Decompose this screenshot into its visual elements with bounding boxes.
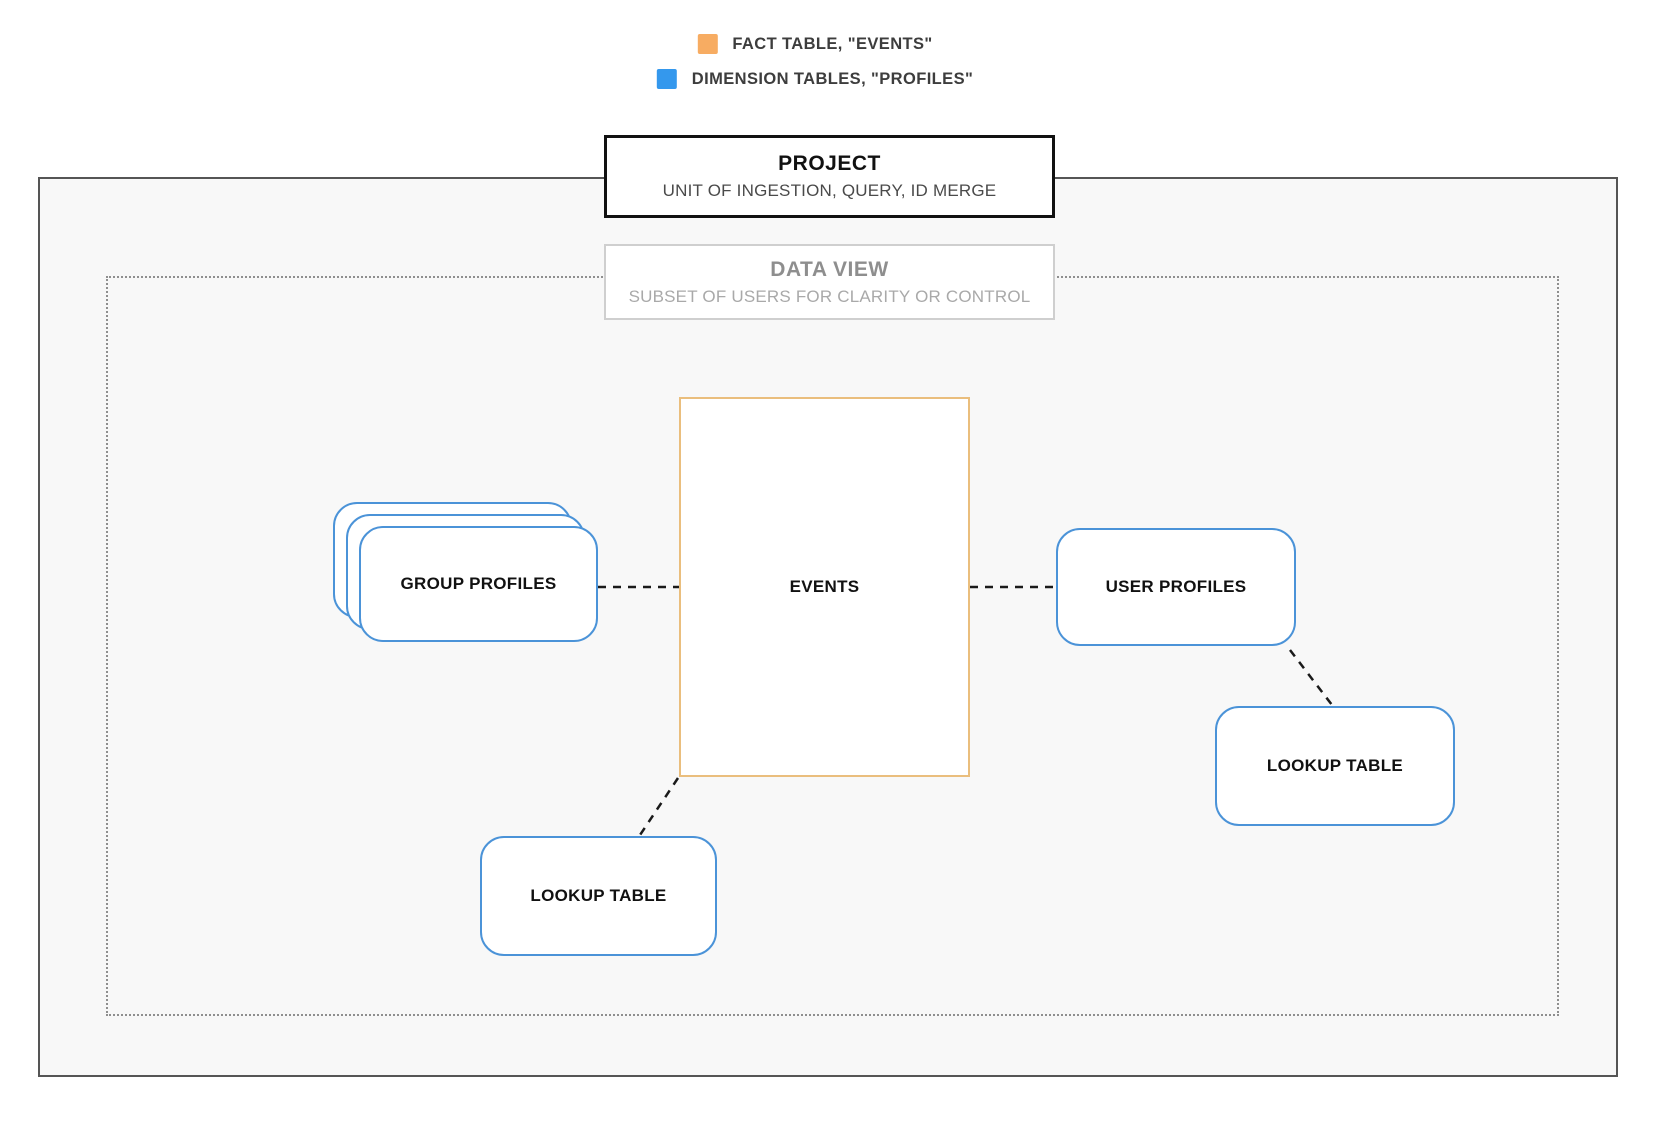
legend-item-fact-table: FACT TABLE, "EVENTS"	[697, 34, 932, 54]
dimension-table-color-swatch-icon	[656, 69, 677, 89]
data-view-subtitle: SUBSET OF USERS FOR CLARITY OR CONTROL	[628, 286, 1031, 306]
group-profiles-label: GROUP PROFILES	[400, 574, 557, 593]
legend-item-dimension-tables: DIMENSION TABLES, "PROFILES"	[656, 69, 974, 89]
project-subtitle: UNIT OF INGESTION, QUERY, ID MERGE	[662, 181, 997, 200]
legend-item-label: DIMENSION TABLES, "PROFILES"	[691, 69, 974, 88]
project-title: PROJECT	[778, 152, 881, 175]
project-header-box: PROJECT UNIT OF INGESTION, QUERY, ID MER…	[604, 135, 1055, 218]
lookup-table-right-node: LOOKUP TABLE	[1215, 706, 1455, 826]
legend-item-label: FACT TABLE, "EVENTS"	[732, 34, 933, 53]
user-profiles-node: USER PROFILES	[1056, 528, 1296, 646]
group-profiles-node: GROUP PROFILES	[359, 526, 598, 642]
lookup-table-right-label: LOOKUP TABLE	[1266, 756, 1404, 775]
fact-table-color-swatch-icon	[697, 34, 718, 54]
data-view-title: DATA VIEW	[770, 257, 889, 281]
data-view-header-box: DATA VIEW SUBSET OF USERS FOR CLARITY OR…	[604, 244, 1055, 320]
lookup-table-bottom-label: LOOKUP TABLE	[530, 886, 667, 905]
events-label: EVENTS	[789, 577, 860, 596]
lookup-table-bottom-node: LOOKUP TABLE	[480, 836, 717, 956]
events-fact-table-node: EVENTS	[679, 397, 970, 777]
user-profiles-label: USER PROFILES	[1105, 577, 1247, 596]
legend: FACT TABLE, "EVENTS" DIMENSION TABLES, "…	[656, 34, 974, 89]
